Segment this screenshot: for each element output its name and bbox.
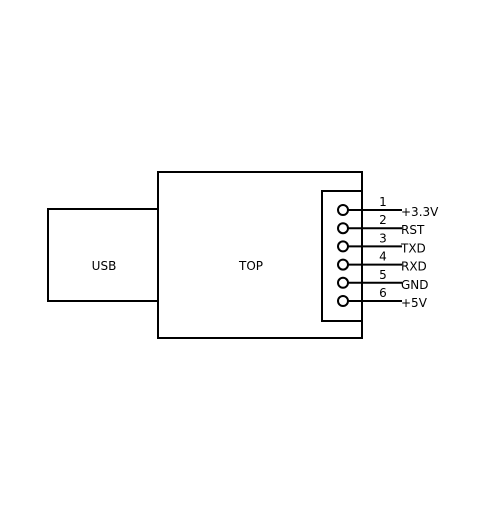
pin-6-number: 6	[379, 286, 387, 300]
pin-5-number: 5	[379, 268, 387, 282]
pin-2-pad	[337, 222, 349, 235]
pin-header	[321, 190, 363, 322]
pin-6-pad	[337, 295, 349, 307]
pin-4-name: RXD	[401, 260, 427, 274]
pin-1-pad	[337, 204, 349, 216]
board-outline	[157, 171, 363, 339]
usb-connector	[47, 208, 159, 302]
pin-1-name: +3.3V	[401, 205, 439, 219]
pin-2-name: RST	[401, 223, 425, 237]
pin-4-pad	[337, 258, 349, 271]
pin-5-name: GND	[401, 278, 429, 292]
pin-2-number: 2	[379, 213, 387, 227]
pin-4-number: 4	[379, 250, 387, 264]
board-top-label: TOP	[238, 259, 263, 273]
pin-1-number: 1	[379, 195, 387, 209]
pin-3-name: TXD	[400, 241, 426, 255]
pin-3-pad	[337, 240, 349, 253]
pin-3-number: 3	[379, 231, 387, 245]
usb-label: USB	[92, 259, 117, 273]
pin-5-pad	[337, 276, 349, 289]
pin-6-name: +5V	[401, 296, 428, 310]
